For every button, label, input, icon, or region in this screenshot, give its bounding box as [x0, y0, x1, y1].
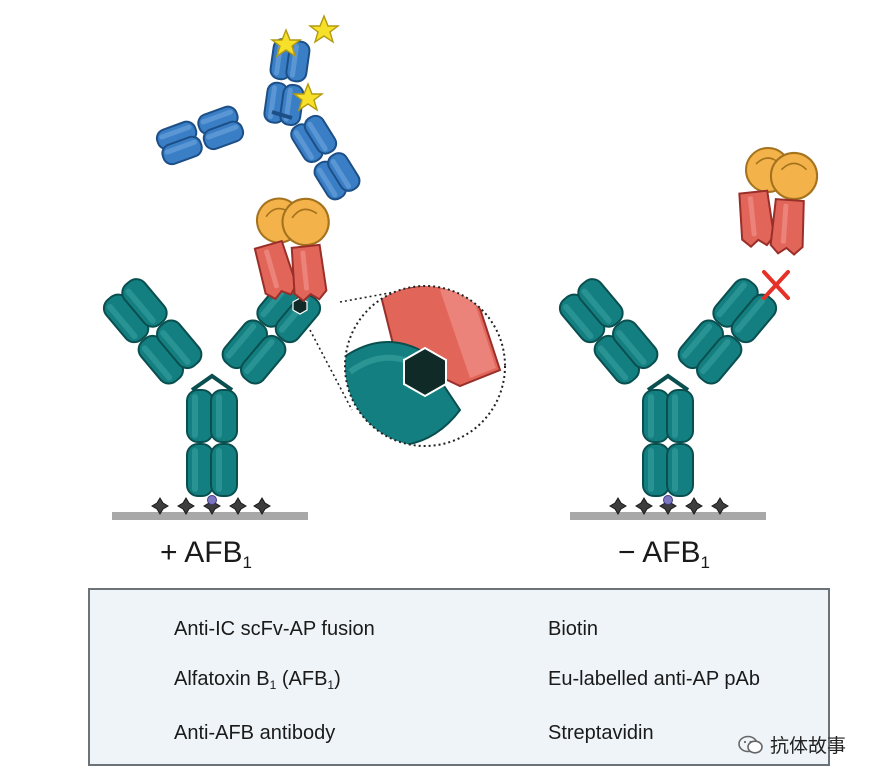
left-panel — [99, 15, 506, 520]
legend-item-scfv-ap: Anti-IC scFv-AP fusion — [174, 618, 375, 640]
legend-item-antibody: Anti-AFB antibody — [174, 722, 336, 744]
right-surface — [570, 512, 766, 520]
left-biotin — [207, 495, 217, 505]
left-scfv-ap-fusion — [245, 190, 342, 309]
right-anti-afb-antibody — [555, 275, 780, 496]
right-scfv-ap-fusion — [737, 148, 817, 255]
right-panel-label: − AFB1 — [618, 536, 711, 572]
legend-item-afb1: Alfatoxin B1 (AFB1) — [174, 668, 341, 692]
left-panel-label: + AFB1 — [160, 536, 253, 572]
watermark-text: 抗体故事 — [770, 736, 847, 757]
right-biotin — [663, 495, 673, 505]
right-panel — [555, 148, 817, 520]
no-binding-cross — [762, 270, 790, 300]
zoom-inset — [309, 285, 506, 447]
watermark: 抗体故事 — [738, 731, 846, 758]
left-surface — [112, 512, 308, 520]
left-anti-afb-antibody — [99, 275, 324, 496]
legend-item-streptavidin: Streptavidin — [548, 722, 654, 744]
legend-item-eu-pab: Eu-labelled anti-AP pAb — [548, 668, 760, 690]
wechat-logo-icon — [738, 735, 763, 754]
left-eu-pab — [154, 15, 362, 203]
legend-item-biotin: Biotin — [548, 618, 599, 640]
legend-box: Anti-IC scFv-AP fusion Alfatoxin B1 (AFB… — [88, 588, 830, 766]
